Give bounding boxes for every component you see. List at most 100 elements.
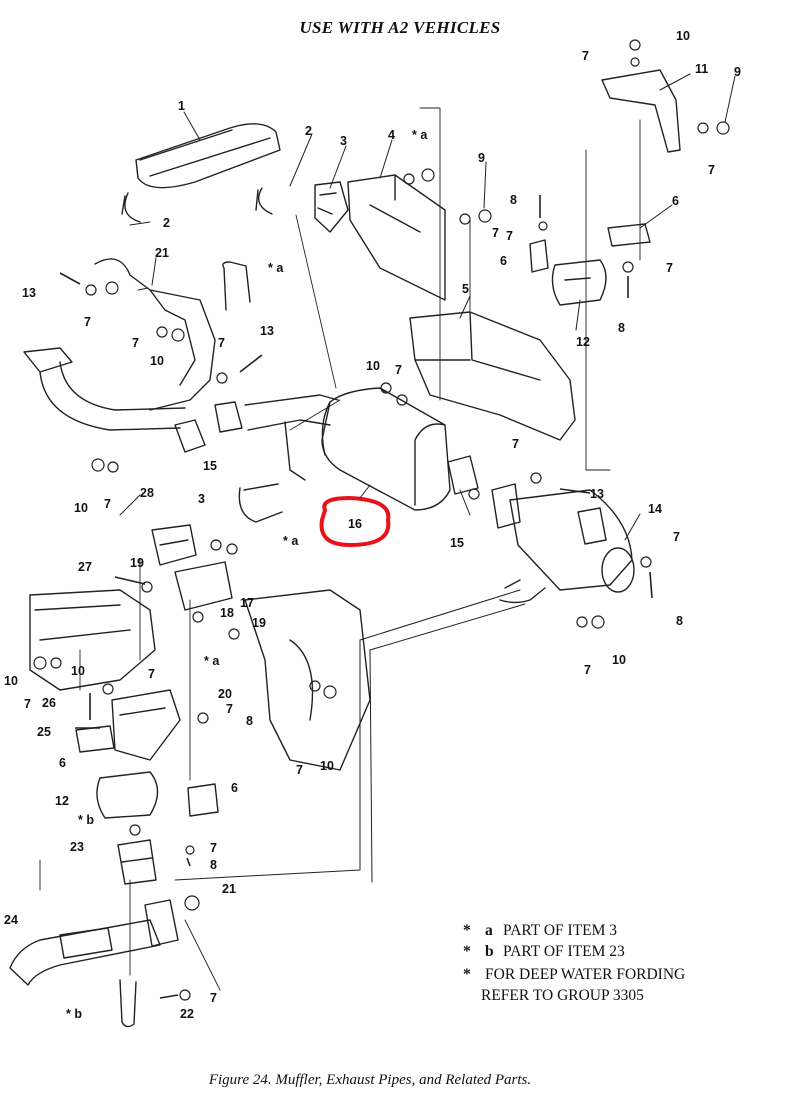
callout-7: 7 <box>296 763 303 777</box>
callout-27: 27 <box>78 560 92 574</box>
note-key: a <box>485 922 493 939</box>
frame-part <box>29 589 156 691</box>
callout-10: 10 <box>4 674 18 688</box>
engine-part <box>244 589 371 771</box>
exhaust-pipe-part <box>94 258 216 411</box>
callout-13c: 13 <box>590 487 604 501</box>
callout-24: 24 <box>4 913 18 927</box>
callout-6b: 6 <box>500 254 507 268</box>
callout-7: 7 <box>104 497 111 511</box>
callout-25: 25 <box>37 725 51 739</box>
bracket-part <box>529 239 549 273</box>
callout-7: 7 <box>506 229 513 243</box>
clamp-bracket-part <box>151 524 197 566</box>
callout-7: 7 <box>218 336 225 350</box>
callout-7: 7 <box>84 315 91 329</box>
bracket-part <box>601 69 681 153</box>
flange-part <box>447 455 479 495</box>
callout-7: 7 <box>148 667 155 681</box>
note-fording-line2: REFER TO GROUP 3305 <box>481 987 644 1004</box>
callout-22: 22 <box>180 1007 194 1021</box>
callout-14: 14 <box>648 502 662 516</box>
callout-9: 9 <box>478 151 485 165</box>
note-item-a: * a PART OF ITEM 3 <box>463 920 685 941</box>
flange-part <box>214 401 243 433</box>
mount-bracket-part <box>111 689 181 761</box>
callout-5: 5 <box>462 282 469 296</box>
callout-21: 21 <box>155 246 169 260</box>
callout-8: 8 <box>246 714 253 728</box>
note-text: PART OF ITEM 23 <box>503 943 625 960</box>
callout-13b: 13 <box>260 324 274 338</box>
heat-shield-part <box>135 123 281 189</box>
shield-plate-part <box>347 174 446 301</box>
legend-notes: * a PART OF ITEM 3 * b PART OF ITEM 23 *… <box>463 920 685 1006</box>
callout-6c: 6 <box>59 756 66 770</box>
crossover-pipe-part <box>359 589 526 651</box>
main-pipe-part <box>284 421 306 481</box>
callout-20: 20 <box>218 687 232 701</box>
callout-19: 19 <box>130 556 144 570</box>
callout-26: 26 <box>42 696 56 710</box>
callout-star-a: * a <box>268 261 284 275</box>
callout-12: 12 <box>576 335 590 349</box>
note-item-b: * b PART OF ITEM 23 <box>463 941 685 962</box>
callout-10: 10 <box>366 359 380 373</box>
callout-star-b: * b <box>66 1007 82 1021</box>
callout-10: 10 <box>612 653 626 667</box>
callout-star-a: * a <box>283 534 299 548</box>
callout-19b: 19 <box>252 616 266 630</box>
callout-3b: 3 <box>198 492 205 506</box>
clamp-bracket-part <box>314 181 349 233</box>
callout-star-b: * b <box>78 813 94 827</box>
callout-10: 10 <box>71 664 85 678</box>
callout-13: 13 <box>22 286 36 300</box>
callout-15b: 15 <box>450 536 464 550</box>
clip-part <box>255 187 273 215</box>
callout-15: 15 <box>203 459 217 473</box>
highlight-circle <box>319 496 391 547</box>
main-pipe-part <box>244 394 339 431</box>
callout-16: 16 <box>348 517 362 531</box>
clamp-part <box>96 771 159 819</box>
note-fording: * FOR DEEP WATER FORDING <box>463 964 685 985</box>
clamp-part <box>551 259 607 306</box>
callout-7: 7 <box>512 437 519 451</box>
exhaust-pipe-part <box>23 347 186 431</box>
mount-plate-part <box>75 725 115 753</box>
callout-7: 7 <box>226 702 233 716</box>
callout-12b: 12 <box>55 794 69 808</box>
callout-star-a: * a <box>204 654 220 668</box>
callout-8: 8 <box>510 193 517 207</box>
callout-1: 1 <box>178 99 185 113</box>
note-key: b <box>485 943 494 960</box>
bracket-part <box>607 223 651 247</box>
callout-8: 8 <box>618 321 625 335</box>
callout-7: 7 <box>584 663 591 677</box>
callout-labels: 1 2 2 3 3 4 5 6 6 6 6 7 8 9 9 10 11 12 1… <box>4 29 741 1021</box>
exhaust-pipe-part <box>9 899 179 986</box>
callout-7: 7 <box>492 226 499 240</box>
note-fording-line1: FOR DEEP WATER FORDING <box>485 966 686 983</box>
callout-2b: 2 <box>163 216 170 230</box>
callout-7: 7 <box>666 261 673 275</box>
crossover-pipe-part <box>174 639 373 883</box>
callout-8: 8 <box>676 614 683 628</box>
callout-7: 7 <box>708 163 715 177</box>
callout-10: 10 <box>676 29 690 43</box>
callout-6d: 6 <box>231 781 238 795</box>
callout-3: 3 <box>340 134 347 148</box>
callout-7: 7 <box>210 841 217 855</box>
callout-8: 8 <box>210 858 217 872</box>
clip-part <box>121 192 141 223</box>
callout-7: 7 <box>673 530 680 544</box>
diagram-header: USE WITH A2 VEHICLES <box>299 18 501 37</box>
callout-21b: 21 <box>222 882 236 896</box>
u-bolt-part <box>238 483 283 523</box>
callout-10: 10 <box>150 354 164 368</box>
note-fording-continued: REFER TO GROUP 3305 <box>463 985 685 1006</box>
callout-18: 18 <box>220 606 234 620</box>
note-star: * <box>463 966 471 983</box>
